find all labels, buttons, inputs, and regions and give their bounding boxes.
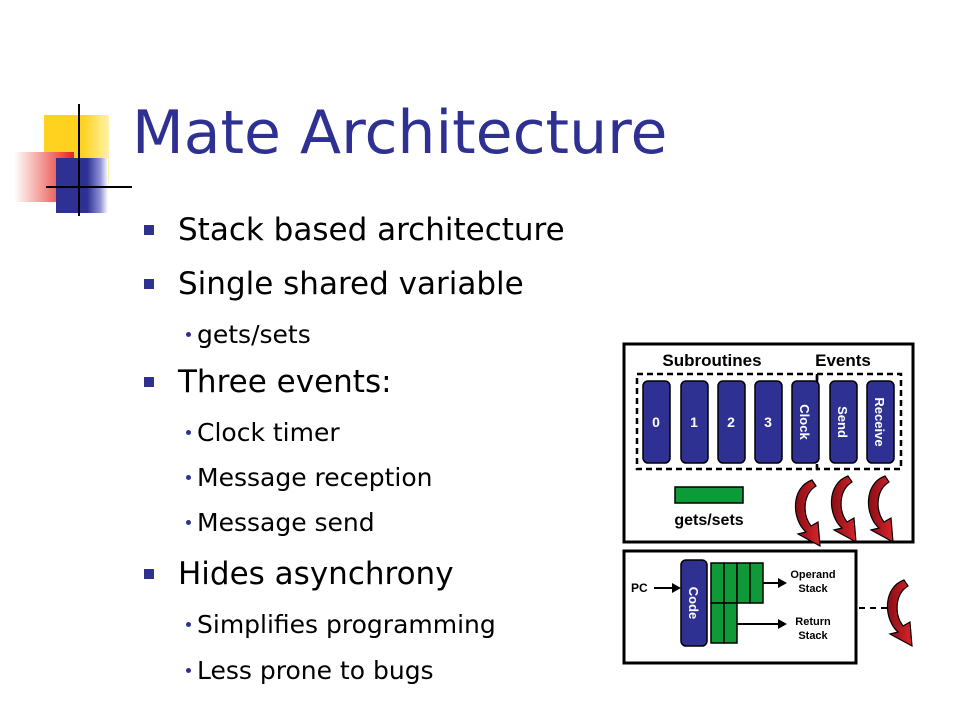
shared-variable-label: gets/sets [674, 512, 743, 529]
return-stack-label: Return [795, 616, 831, 628]
event-label-clock: Clock [797, 404, 812, 440]
operand-stack-arrow-icon [778, 578, 787, 588]
code-label: Code [686, 587, 701, 620]
sub-bullet-text: Clock timer [197, 418, 340, 447]
dot-bullet-icon [186, 668, 191, 673]
event-arrow-icon [867, 475, 894, 544]
square-bullet-icon [144, 279, 154, 289]
square-bullet-icon [144, 225, 154, 235]
code-block [680, 559, 708, 647]
sub-bullet-item: Less prone to bugs [186, 656, 434, 685]
subroutine-label: 0 [652, 414, 660, 430]
subroutine-label: 1 [690, 414, 698, 430]
deco-blue-square [56, 158, 108, 213]
dot-bullet-icon [186, 430, 191, 435]
subroutine-label: 3 [764, 414, 772, 430]
subroutine-block [680, 380, 709, 464]
operand-stack-cell [710, 562, 725, 604]
square-bullet-icon [144, 377, 154, 387]
deco-vertical-line [78, 104, 80, 216]
event-label-receive: Receive [872, 397, 887, 446]
subroutine-label: 2 [727, 414, 735, 430]
slide-title: Mate Architecture [132, 98, 668, 168]
bullet-text: Three events: [178, 364, 392, 400]
bullet-text: Hides asynchrony [178, 556, 454, 592]
event-label-send: Send [835, 406, 850, 438]
operand-stack-label: Operand [790, 569, 835, 581]
bullet-text: Stack based architecture [178, 212, 565, 248]
return-stack-arrow-icon [778, 619, 787, 629]
return-stack-cell [710, 602, 725, 644]
bullet-text: Single shared variable [178, 266, 524, 302]
event-arrow-icon [886, 579, 913, 648]
return-stack-cell [723, 602, 738, 644]
operand-stack-label: Stack [798, 583, 828, 595]
sub-bullet-item: Simplifies programming [186, 610, 496, 639]
shared-variable-block [674, 486, 744, 504]
subroutine-block [754, 380, 783, 464]
event-block-send [829, 380, 858, 464]
events-label: Events [815, 351, 871, 370]
sub-bullet-item: Clock timer [186, 418, 340, 447]
sub-bullet-text: Message reception [197, 463, 433, 492]
operand-stack-cell [736, 562, 751, 604]
bullet-item: Single shared variable [144, 266, 524, 302]
sub-bullet-text: Simplifies programming [197, 610, 496, 639]
square-bullet-icon [144, 569, 154, 579]
event-arrow-icon [794, 479, 821, 548]
sub-bullet-item: gets/sets [186, 320, 311, 349]
subroutines-label: Subroutines [662, 351, 761, 370]
operand-stack-cell [749, 562, 764, 604]
subroutines-group [635, 372, 819, 471]
sub-bullet-item: Message send [186, 508, 375, 537]
dot-bullet-icon [186, 332, 191, 337]
subroutine-block [642, 380, 671, 464]
pc-arrow-icon [672, 583, 681, 593]
event-block-clock [791, 380, 820, 464]
sub-bullet-text: Message send [197, 508, 375, 537]
sub-bullet-text: Less prone to bugs [197, 656, 434, 685]
subroutine-block [717, 380, 746, 464]
operand-stack-cell [723, 562, 738, 604]
return-stack-label: Stack [798, 630, 828, 642]
bullet-item: Stack based architecture [144, 212, 565, 248]
sub-bullet-text: gets/sets [197, 320, 311, 349]
bullet-item: Hides asynchrony [144, 556, 454, 592]
dot-bullet-icon [186, 475, 191, 480]
pc-label: PC [631, 581, 648, 595]
sub-bullet-item: Message reception [186, 463, 433, 492]
dot-bullet-icon [186, 520, 191, 525]
event-block-receive [866, 380, 895, 464]
dot-bullet-icon [186, 622, 191, 627]
deco-horizontal-line [46, 186, 132, 188]
bullet-item: Three events: [144, 364, 392, 400]
event-arrow-icon [830, 475, 857, 544]
